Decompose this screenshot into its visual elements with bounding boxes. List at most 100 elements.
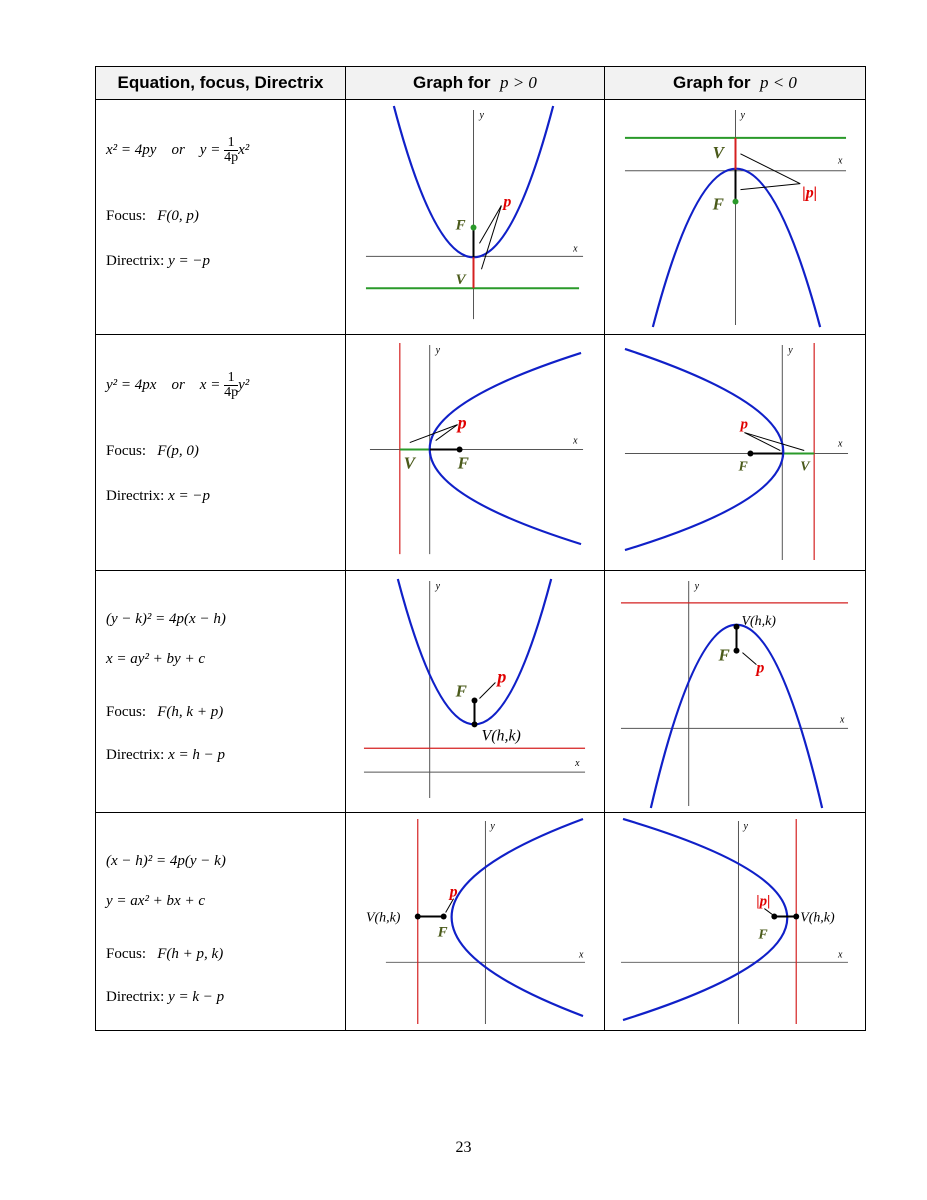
focus-point [747,450,754,457]
header-graph-label: Graph for [673,73,751,92]
x-axis-label: x [839,714,845,725]
x-axis-label: x [572,436,578,447]
focus-value: F(h + p, k) [157,946,224,962]
focus-point [470,224,477,231]
abs-p-label: |p| [802,185,817,202]
header-equation-label: Equation, focus, Directrix [117,73,324,92]
focus-point [440,913,447,920]
x-axis-label: x [837,949,843,960]
vertex-point [793,913,800,920]
directrix-label: Directrix: [106,253,165,269]
row-vertical-shifted: (y − k)² = 4p(x − h) x = ay² + by + c Fo… [95,570,866,813]
graph-vertical-down: y x |p| V F [624,110,847,328]
fraction-den: 4p [224,150,239,165]
p-pointer [764,908,773,915]
header-graph-label: Graph for [413,73,491,92]
vertex-point [414,913,421,920]
fraction-num: 1 [224,136,239,151]
equation-alt-rhs: x² [238,141,250,158]
x-axis-label: x [837,439,843,450]
graph-vertical-shifted-down: y x p F V(h,k) [620,581,849,809]
equation-cell: (x − h)² = 4p(y − k) y = ax² + bx + c Fo… [95,812,346,1031]
focus-label: Focus: [106,704,147,720]
vertex-label: V [800,459,811,474]
vertex-point [733,623,740,630]
parabola-table: Equation, focus, Directrix Graph for p >… [95,66,866,1031]
directrix-line: Directrix: y = −p [106,253,210,270]
graph-vertical-up: y x p F V [365,105,584,320]
focus-label: Focus: [106,946,147,962]
vertex-hk-label: V(h,k) [800,911,835,926]
header-condition: p > 0 [499,73,537,92]
p-label: p [456,413,467,433]
abs-p-label: |p| [756,894,770,910]
page-number: 23 [455,1139,472,1156]
focus-value: F(h, k + p) [157,704,224,720]
header-p-positive: Graph for p > 0 [345,66,605,100]
equation-alt-line: x = ay² + by + c [106,651,205,668]
equation-line: (x − h)² = 4p(y − k) [106,853,226,870]
vertex-label: V [456,272,467,288]
p-label: p [501,194,511,211]
directrix-line: Directrix: x = h − p [106,747,225,764]
focus-label: F [718,646,730,665]
y-axis-label: y [739,110,745,121]
parabola-curve [651,167,822,328]
focus-label: Focus: [106,208,147,224]
y-axis-label: y [694,581,700,592]
header-p-negative: Graph for p < 0 [604,66,866,100]
y-axis-label: y [489,821,495,832]
equation-alt-lhs: x = [199,376,221,393]
focus-label: Focus: [106,443,147,459]
equation: y² = 4px [106,376,157,393]
directrix-label: Directrix: [106,989,165,1005]
p-pointer [445,898,455,913]
y-axis-label: y [742,821,748,832]
focus-label: F [455,217,466,233]
directrix-line: Directrix: x = −p [106,488,210,505]
vertex-hk-label: V(h,k) [741,614,776,629]
graph-horizontal-shifted-right: y x p F V(h,k) [366,817,585,1025]
p-label: p [495,667,506,687]
vertex-hk-label: V(h,k) [481,727,520,744]
focus-line: Focus: F(p, 0) [106,443,199,460]
equation: x² = 4py [106,141,157,158]
parabola-curve [622,817,789,1022]
y-axis-label: y [435,581,441,592]
focus-point [733,647,740,654]
parabola-curve [450,817,584,1018]
y-axis-label: y [787,345,793,356]
focus-label: F [757,927,768,942]
p-pointer [479,205,502,244]
vertex-label: V [713,143,726,162]
p-label: p [448,884,458,901]
graph-cell-p-negative: y x p F V [604,334,866,571]
focus-point [471,697,478,704]
or-text: or [171,376,185,393]
focus-label: F [712,195,724,214]
x-axis-label: x [837,156,843,167]
header-equation: Equation, focus, Directrix [95,66,346,100]
equation-alt-line: y = ax² + bx + c [106,893,205,910]
y-axis-label: y [435,345,441,356]
graph-horizontal-left: y x p F V [624,342,849,561]
focus-line: Focus: F(h + p, k) [106,946,223,963]
graph-cell-p-positive: y x p V F [345,334,605,571]
fraction-num: 1 [224,371,239,386]
equation: (y − k)² = 4p(x − h) [106,611,226,627]
p-label: p [754,660,764,677]
p-label: p [738,417,748,433]
directrix-label: Directrix: [106,488,165,504]
focus-line: Focus: F(0, p) [106,208,199,225]
focus-value: F(0, p) [157,208,199,224]
parabola-curve [624,347,785,552]
x-axis-label: x [574,758,580,769]
vertex-hk-label: V(h,k) [366,911,401,926]
